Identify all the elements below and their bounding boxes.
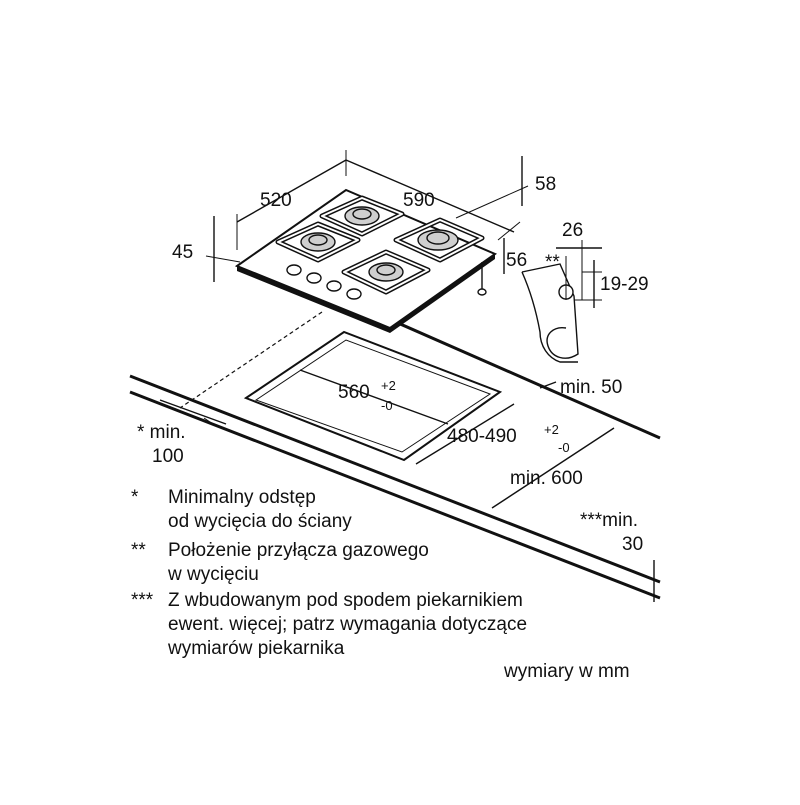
dim-line-min-100: [159, 399, 227, 425]
label-hob-depth: 520: [260, 190, 292, 211]
units-note: wymiary w mm: [504, 661, 630, 682]
label-wall-clearance-1: * min.: [137, 422, 186, 443]
cutout: [243, 330, 503, 462]
label-wall-clearance-2: 100: [152, 446, 184, 467]
label-hob-width: 590: [403, 190, 435, 211]
connection-profile: [521, 263, 579, 359]
legend-text-2: Położenie przyłącza gazowego w wycięciu: [168, 540, 429, 585]
label-cutout-width: 560: [338, 382, 370, 403]
dim-line-590: [345, 159, 515, 233]
pan-supports: [275, 195, 485, 295]
label-oven-clearance-1: ***min.: [580, 510, 638, 531]
label-cutout-depth-tol-plus: +2: [544, 422, 559, 437]
cutout-inner-edge: [254, 339, 492, 453]
cutout-dimension-lines: [159, 369, 655, 602]
projection-line: [179, 311, 323, 409]
label-cutout-depth: 480-490: [447, 426, 517, 447]
label-front-clearance: min. 50: [560, 377, 622, 398]
label-hob-glass-height: 45: [172, 242, 193, 263]
label-connection-height: 56: [506, 250, 527, 271]
label-connection-offset: 26: [562, 220, 583, 241]
hob: [234, 188, 498, 333]
dim-line-min-50: [539, 381, 557, 389]
knob-4: [346, 288, 362, 300]
legend-mark-2: **: [131, 540, 146, 561]
label-worktop-depth: min. 600: [510, 468, 583, 489]
cutout-outline: [243, 330, 503, 462]
hob-front-edge: [237, 266, 390, 333]
gas-connection-detail: [521, 240, 602, 363]
label-oven-clearance-2: 30: [622, 534, 643, 555]
dim-line-520: [236, 159, 347, 223]
burners: [300, 206, 459, 282]
hob-dimension-lines: [205, 150, 529, 282]
knob-3: [326, 280, 342, 292]
label-connection-marker: **: [545, 252, 560, 273]
label-connection-range: 19-29: [600, 274, 649, 295]
legend-text-1: Minimalny odstęp od wycięcia do ściany: [168, 487, 352, 532]
label-cutout-depth-tol-minus: -0: [558, 440, 570, 455]
label-hob-total-height: 58: [535, 174, 556, 195]
hob-side-edge: [390, 254, 495, 333]
worktop-top-edge: [129, 374, 661, 584]
dim-line-480-490: [415, 403, 515, 465]
label-cutout-width-tol-plus: +2: [381, 378, 396, 393]
dim-line-560: [299, 369, 449, 425]
worktop-bottom-edge: [129, 390, 661, 600]
label-cutout-width-tol-minus: -0: [381, 398, 393, 413]
legend-text-3: Z wbudowanym pod spodem piekarnikiem ewe…: [168, 590, 528, 659]
legend-mark-1: *: [131, 487, 139, 508]
dim-line-min-600: [491, 427, 615, 509]
knob-2: [306, 272, 322, 284]
control-knobs: [286, 264, 362, 300]
knob-1: [286, 264, 302, 276]
legend-mark-3: ***: [131, 590, 154, 611]
